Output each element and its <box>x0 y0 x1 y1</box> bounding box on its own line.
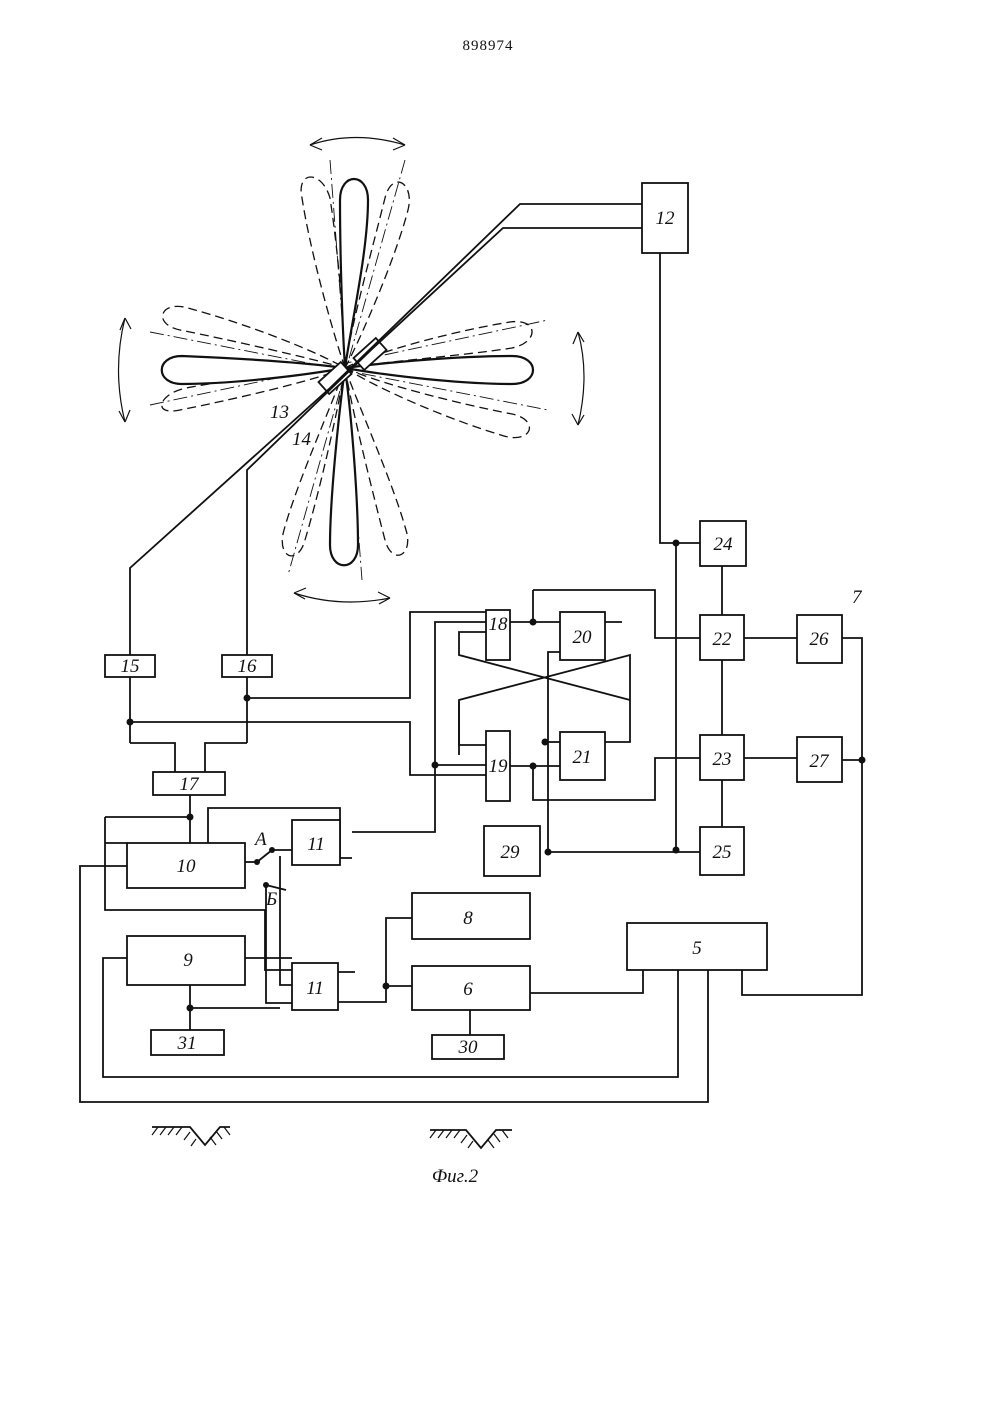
svg-text:11: 11 <box>306 978 324 999</box>
svg-text:30: 30 <box>458 1037 479 1058</box>
switch-label-a: А <box>253 829 267 850</box>
block-18: 17 <box>153 772 225 795</box>
svg-text:20: 20 <box>573 627 593 648</box>
svg-text:27: 27 <box>810 751 831 772</box>
block-26: 25 <box>700 827 744 875</box>
patent-number: 898974 <box>463 38 514 54</box>
svg-text:15: 15 <box>121 656 140 677</box>
block-21: 20 <box>560 612 605 660</box>
block-11: 1111 <box>292 963 338 1010</box>
figure-caption: Фиг.2 <box>432 1166 479 1187</box>
svg-text:19: 19 <box>489 756 509 777</box>
svg-text:26: 26 <box>810 629 830 650</box>
block-28: 27 <box>797 737 842 782</box>
svg-text:24: 24 <box>714 534 734 555</box>
block-16: 15 <box>105 655 155 677</box>
svg-text:5: 5 <box>692 938 702 959</box>
svg-text:25: 25 <box>713 842 732 863</box>
svg-text:9: 9 <box>183 950 193 971</box>
block-12: 1211 <box>292 820 340 865</box>
svg-text:18: 18 <box>489 614 509 635</box>
blocks: 12 24 18 20 22 26 15 16 19 21 23 27 17 1… <box>105 183 842 1059</box>
svg-text:31: 31 <box>177 1033 197 1054</box>
ground-symbol-right <box>430 1130 512 1148</box>
svg-text:6: 6 <box>463 979 473 1000</box>
block-29: 29 <box>484 826 540 876</box>
block-5: 5 <box>627 923 767 970</box>
block-27: 26 <box>797 615 842 663</box>
marker-7: 7 <box>852 587 863 608</box>
antenna-label-14: 14 <box>292 429 312 450</box>
switch-label-b: Б <box>265 889 277 910</box>
block-23: 22 <box>700 615 744 660</box>
svg-text:23: 23 <box>713 749 732 770</box>
svg-text:11: 11 <box>307 834 325 855</box>
block-31: 31 <box>151 1030 224 1055</box>
svg-text:16: 16 <box>238 656 258 677</box>
svg-text:12: 12 <box>656 208 676 229</box>
block-25: 24 <box>700 521 746 566</box>
svg-text:29: 29 <box>501 842 521 863</box>
block-15: 12 <box>642 183 688 253</box>
block-10: 910 <box>127 843 245 888</box>
antenna-label-13: 13 <box>270 402 289 423</box>
block-6: 6 <box>412 966 530 1010</box>
block-30: 30 <box>432 1035 504 1059</box>
ground-symbol-left <box>152 1127 230 1146</box>
svg-text:21: 21 <box>573 747 592 768</box>
svg-text:22: 22 <box>713 629 733 650</box>
block-24: 23 <box>700 735 744 780</box>
svg-text:8: 8 <box>463 908 473 929</box>
block-19: 18 <box>486 610 510 660</box>
block-22: 21 <box>560 732 605 780</box>
svg-text:10: 10 <box>177 856 197 877</box>
svg-text:17: 17 <box>180 774 201 795</box>
block-8: 8 <box>412 893 530 939</box>
block-17: 16 <box>222 655 272 677</box>
block-9: 9 <box>127 936 245 985</box>
block-20: 19 <box>486 731 510 801</box>
radiation-pattern: 13 14 <box>119 138 585 605</box>
